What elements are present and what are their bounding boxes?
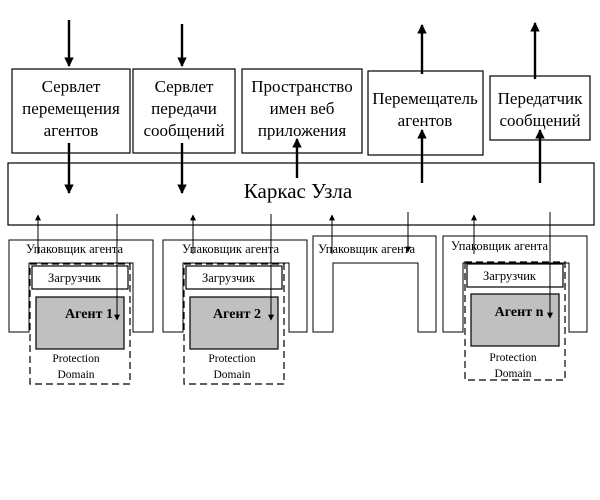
message-sender-box: Передатчик сообщений [489,75,591,141]
wrapper-label-2: Упаковщик агента [182,242,279,256]
agent-mover-line-2: агентов [398,111,453,130]
web-namespace-line-2: имен веб [270,99,335,118]
domain-line-1-1: Protection [52,353,100,365]
loader-label-2: Загрузчик [202,271,256,285]
outgoing-arrows [417,22,540,79]
agent-mover-line-1: Перемещатель [372,89,478,108]
agent-mover-box: Перемещатель агентов [367,70,484,156]
node-framework-box: Каркас Узла [7,162,595,226]
framework-link-arrows [64,129,545,194]
domain-line-1-2: Protection [208,353,256,365]
message-servlet-box: Сервлет передачи сообщений [132,68,236,154]
agent-wrapper-1: Упаковщик агента Загрузчик Агент 1 Prote… [8,214,154,385]
message-sender-line-2: сообщений [499,111,580,130]
protection-domain-n [464,261,566,381]
protection-domain-1 [29,263,131,385]
loader-box-2 [185,265,283,290]
protection-domain-2 [183,263,285,385]
domain-line-2-n: Domain [494,368,531,380]
message-sender-line-1: Передатчик [498,89,583,108]
domain-line-2-1: Domain [57,369,94,381]
agent-box-1 [35,296,125,350]
agent-box-n [470,293,560,347]
agent-wrapper-n: Упаковщик агента Загрузчик Агент n Prote… [442,212,588,381]
domain-line-1-n: Protection [489,352,537,364]
agent-wrapper-3: Упаковщик агента [312,212,437,333]
agent-wrapper-2: Упаковщик агента Загрузчик Агент 2 Prote… [162,214,308,385]
wrapper-label-n: Упаковщик агента [451,239,548,253]
loader-box-1 [31,265,129,290]
agent-label-2: Агент 2 [213,307,261,322]
agent-transfer-servlet-line-2: перемещения [22,99,120,118]
agent-transfer-servlet-line-1: Сервлет [42,77,101,96]
agent-label-1: Агент 1 [65,307,113,322]
web-namespace-line-3: приложения [258,121,347,140]
wrapper-frame-n [442,235,588,333]
message-servlet-line-3: сообщений [143,121,224,140]
loader-box-n [466,263,564,288]
web-namespace-line-1: Пространство [251,77,352,96]
incoming-request-arrows [64,20,187,67]
agent-box-2 [189,296,279,350]
wrapper-label-3: Упаковщик агента [318,242,415,256]
agent-label-n: Агент n [495,305,544,320]
wrapper-frame-1 [8,239,154,333]
loader-label-n: Загрузчик [483,269,537,283]
wrapper-frame-2 [162,239,308,333]
message-servlet-line-1: Сервлет [155,77,214,96]
node-framework-label: Каркас Узла [244,179,353,203]
domain-line-2-2: Domain [213,369,250,381]
loader-label-1: Загрузчик [48,271,102,285]
wrapper-label-1: Упаковщик агента [26,242,123,256]
message-servlet-line-2: передачи [151,99,217,118]
wrapper-frame-3 [312,235,437,333]
agent-transfer-servlet-box: Сервлет перемещения агентов [11,68,131,154]
agent-transfer-servlet-line-3: агентов [44,121,99,140]
web-namespace-box: Пространство имен веб приложения [241,68,363,154]
